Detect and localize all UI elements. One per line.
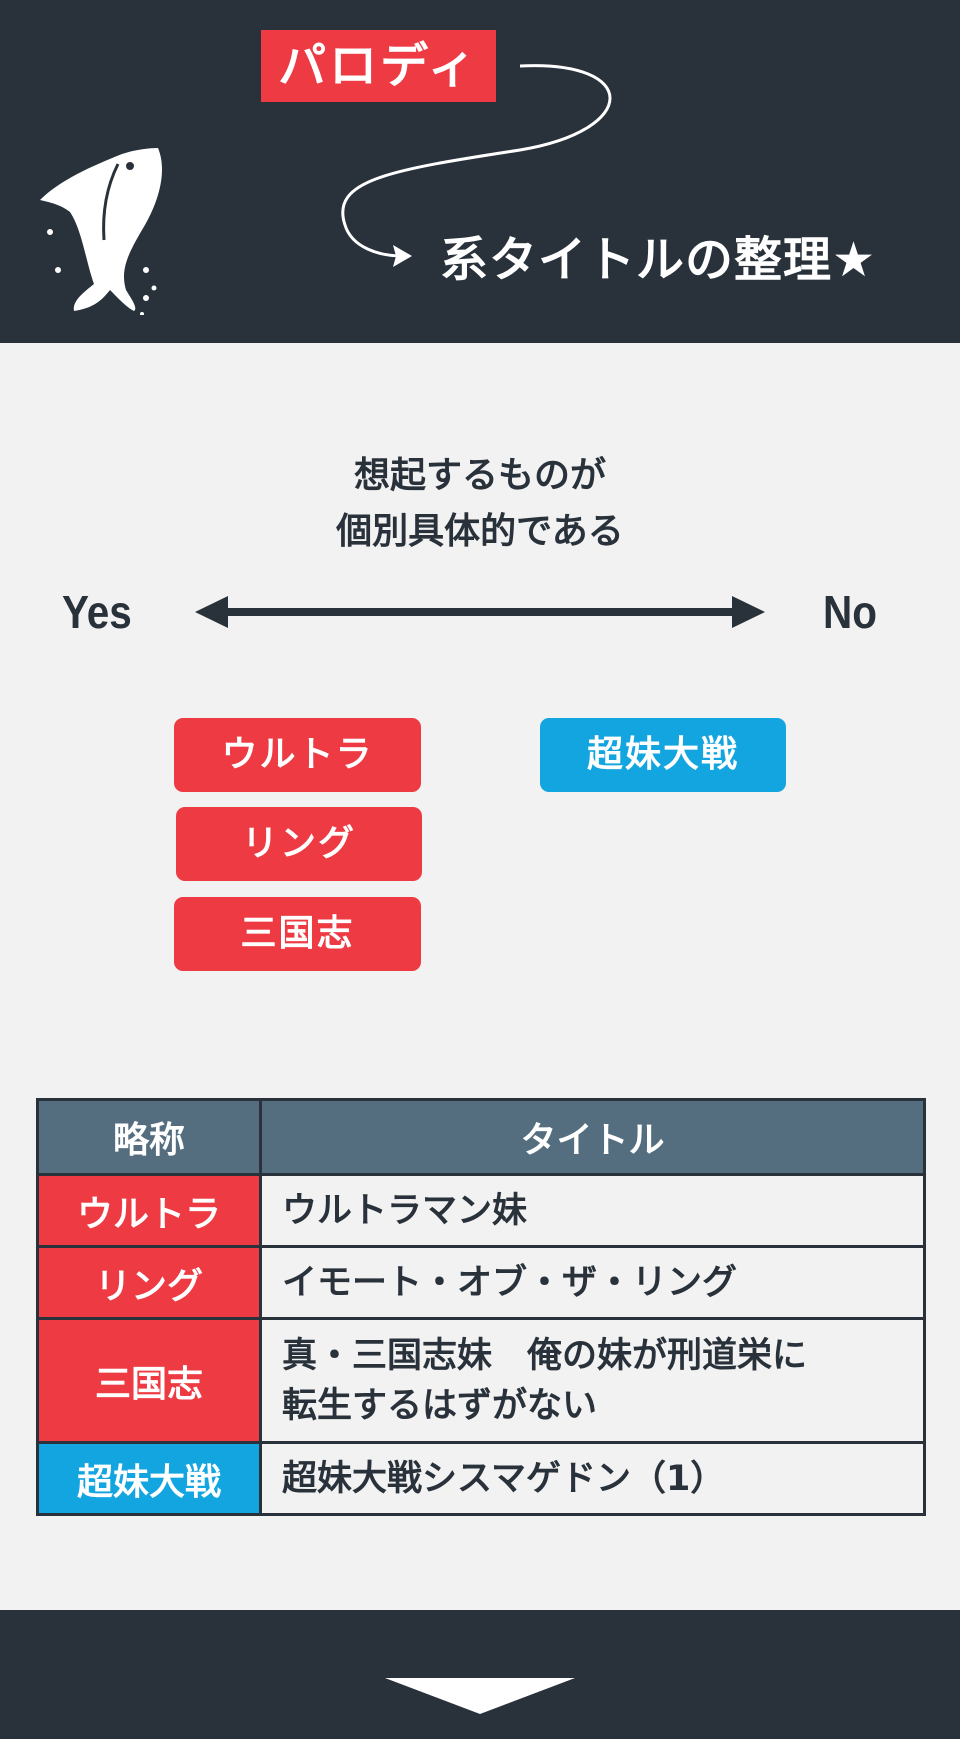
question-line-2: 個別具体的である [336, 511, 624, 552]
header-banner: パロディ 系タイトルの整理★ [0, 0, 960, 343]
table-cell-title: ウルトラマン妹 [259, 1173, 926, 1248]
table-row: ウルトラ ウルトラマン妹 [36, 1173, 926, 1248]
axis-label-yes: Yes [62, 586, 132, 638]
table-cell-abbr: 超妹大戦 [36, 1441, 262, 1516]
down-arrow-icon[interactable] [385, 1678, 575, 1714]
table-row: 超妹大戦 超妹大戦シスマゲドン（1） [36, 1441, 926, 1516]
whale-icon [40, 148, 163, 315]
table-header-abbr: 略称 [36, 1098, 262, 1176]
table-header-title: タイトル [259, 1098, 926, 1176]
table-cell-title: 超妹大戦シスマゲドン（1） [259, 1441, 926, 1516]
parody-tag: パロディ [261, 30, 496, 102]
pill-chomai-taisen: 超妹大戦 [540, 718, 786, 792]
table-cell-title: 真・三国志妹 俺の妹が刑道栄に 転生するはずがない [259, 1317, 926, 1444]
curved-arrow-icon [341, 64, 612, 267]
title-table: 略称 タイトル ウルトラ ウルトラマン妹 リング イモート・オブ・ザ・リング 三… [36, 1098, 926, 1516]
pill-ultra: ウルトラ [174, 718, 421, 792]
header-title: 系タイトルの整理★ [440, 232, 877, 288]
table-cell-abbr: 三国志 [36, 1317, 262, 1444]
table-cell-title: イモート・オブ・ザ・リング [259, 1245, 926, 1320]
table-row: 三国志 真・三国志妹 俺の妹が刑道栄に 転生するはずがない [36, 1317, 926, 1444]
question-line-1: 想起するものが [353, 455, 606, 496]
table-cell-abbr: ウルトラ [36, 1173, 262, 1248]
pill-ring: リング [176, 807, 422, 881]
axis-label-no: No [823, 586, 877, 638]
question-text: 想起するものが 個別具体的である [0, 448, 960, 560]
pill-sangokushi: 三国志 [174, 897, 421, 971]
table-cell-abbr: リング [36, 1245, 262, 1320]
footer-bar [0, 1610, 960, 1739]
table-row: リング イモート・オブ・ザ・リング [36, 1245, 926, 1320]
double-arrow-icon [195, 596, 765, 628]
